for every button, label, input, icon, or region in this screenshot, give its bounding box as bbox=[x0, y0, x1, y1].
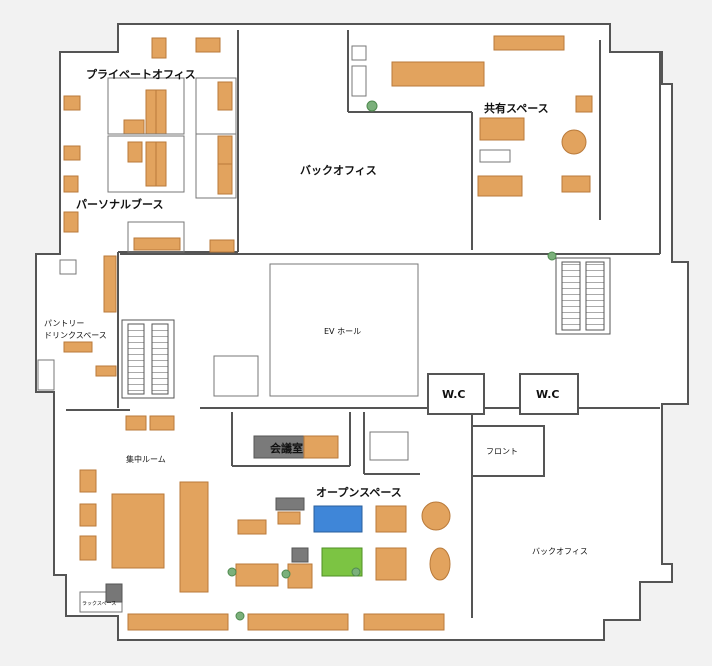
stairs-right bbox=[555, 257, 611, 335]
label-shared-space: 共有スペース bbox=[484, 101, 549, 115]
rack-unit bbox=[105, 583, 123, 603]
label-back-office-top: バックオフィス bbox=[300, 164, 377, 177]
label-ev-hall: EV ホール bbox=[324, 327, 361, 336]
open-space-colored-tables bbox=[275, 497, 363, 577]
private-office-desks bbox=[63, 37, 235, 253]
plants bbox=[227, 251, 557, 621]
ev-hall-area bbox=[269, 263, 419, 397]
label-personal-booth: パーソナルブース bbox=[76, 197, 163, 211]
shared-space-furniture bbox=[351, 35, 593, 197]
open-space-desks bbox=[111, 481, 451, 631]
label-rack-space: ラックスペース bbox=[82, 601, 116, 607]
label-meeting-room: 会議室 bbox=[270, 441, 303, 455]
label-pantry-line1: パントリー bbox=[44, 319, 84, 328]
label-open-space: オープンスペース bbox=[316, 485, 402, 499]
pantry-furniture bbox=[37, 255, 117, 391]
stairs-left bbox=[121, 319, 175, 399]
label-private-office: プライベートオフィス bbox=[86, 67, 196, 81]
meeting-room-table bbox=[253, 435, 339, 459]
focus-room-desks bbox=[79, 415, 175, 561]
lounge-sofa bbox=[369, 431, 409, 461]
label-pantry-line2: ドリンクスペース bbox=[44, 331, 107, 340]
wc-left-room bbox=[427, 373, 485, 415]
label-wc-left: W.C bbox=[442, 388, 466, 401]
booth-partitions bbox=[107, 77, 237, 253]
wc-right-room bbox=[519, 373, 579, 415]
label-focus-room: 集中ルーム bbox=[126, 454, 166, 464]
label-front: フロント bbox=[486, 447, 518, 456]
label-back-office-bottom: バックオフィス bbox=[532, 547, 588, 556]
label-wc-right: W.C bbox=[536, 388, 560, 401]
front-room bbox=[471, 425, 545, 477]
elevator-shaft bbox=[213, 355, 259, 397]
